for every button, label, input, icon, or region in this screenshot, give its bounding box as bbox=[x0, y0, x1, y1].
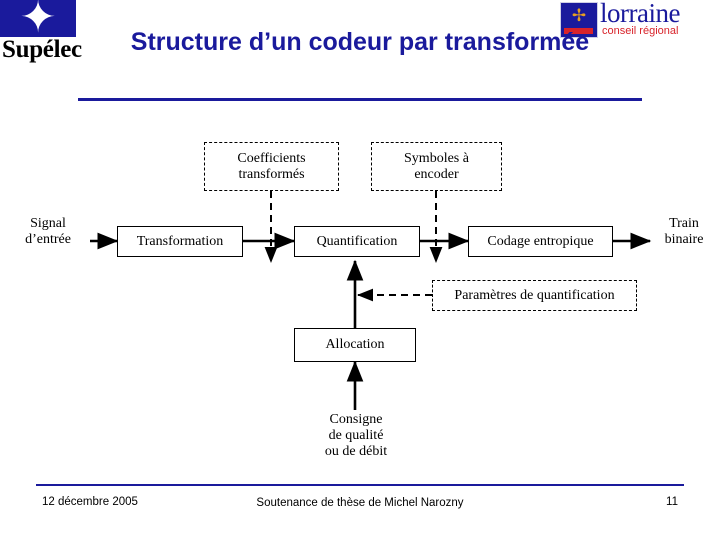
box-transformation: Transformation bbox=[117, 226, 243, 257]
footer-subtitle: Soutenance de thèse de Michel Narozny bbox=[256, 497, 464, 509]
supelec-logo: ✦ Supélec bbox=[0, 0, 100, 76]
page-title: Structure d’un codeur par transformée bbox=[130, 28, 590, 56]
star-icon: ✦ bbox=[19, 0, 57, 42]
bird-glyph-icon: ✢ bbox=[571, 6, 587, 25]
footer-date: 12 décembre 2005 bbox=[42, 496, 138, 508]
label-signal-entree: Signal d’entrée bbox=[25, 216, 71, 247]
footer-page-number: 11 bbox=[666, 496, 678, 508]
lorraine-crest-icon: ✢ bbox=[560, 2, 598, 38]
box-codage-entropique: Codage entropique bbox=[468, 226, 613, 257]
label-consigne: Consigne de qualité ou de débit bbox=[324, 412, 388, 459]
title-divider bbox=[78, 98, 642, 101]
label-train-binaire: Train binaire bbox=[664, 216, 704, 247]
supelec-logo-text: Supélec bbox=[2, 36, 82, 63]
crest-base bbox=[564, 28, 593, 34]
box-coefficients-transformes: Coefficients transformés bbox=[204, 142, 339, 191]
box-allocation: Allocation bbox=[294, 328, 416, 362]
box-symboles-a-encoder: Symboles à encoder bbox=[371, 142, 502, 191]
lorraine-logo-subtitle: conseil régional bbox=[602, 25, 679, 37]
lorraine-logo: ✢ lorraine conseil régional bbox=[560, 0, 720, 42]
lorraine-logo-text: lorraine bbox=[600, 0, 680, 28]
box-parametres-de-quantification: Paramètres de quantification bbox=[432, 280, 637, 311]
footer-divider bbox=[36, 484, 684, 486]
box-quantification: Quantification bbox=[294, 226, 420, 257]
supelec-logo-block bbox=[0, 0, 76, 37]
